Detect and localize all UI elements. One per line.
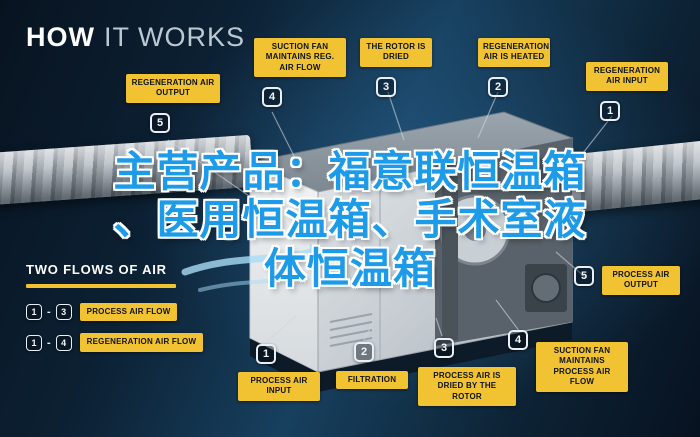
callout-label: PROCESS AIR INPUT — [238, 372, 320, 401]
callout-label: REGENERATION AIR IS HEATED — [478, 38, 550, 67]
callout-regeneration-air-input: REGENERATION AIR INPUT 1 — [586, 62, 668, 121]
callout-number-badge: 3 — [376, 76, 396, 97]
legend-title: TWO FLOWS OF AIR — [26, 262, 167, 277]
callout-rotor-is-dried: THE ROTOR IS DRIED 3 — [360, 38, 432, 97]
title-light: IT WORKS — [103, 22, 245, 52]
callout-number-badge: 1 — [256, 344, 276, 364]
callout-label: SUCTION FAN MAINTAINS PROCESS AIR FLOW — [536, 342, 628, 392]
callout-process-air-dried: 3 PROCESS AIR IS DRIED BY THE ROTOR — [418, 338, 516, 407]
callout-label: SUCTION FAN MAINTAINS REG. AIR FLOW — [254, 38, 346, 78]
legend-dash: - — [47, 306, 51, 319]
callout-regeneration-air-heated: REGENERATION AIR IS HEATED 2 — [478, 38, 550, 97]
callout-filtration: 2 FILTRATION — [336, 342, 408, 390]
legend-two-flows: TWO FLOWS OF AIR 1 - 3 PROCESS AIR FLOW … — [26, 262, 204, 364]
callout-label: PROCESS AIR OUTPUT — [602, 266, 680, 295]
legend-label: PROCESS AIR FLOW — [79, 303, 178, 322]
title-bold: HOW — [26, 22, 95, 52]
legend-dash: - — [47, 336, 51, 349]
callout-number-badge: 2 — [488, 76, 508, 97]
callout-number-badge: 5 — [150, 112, 170, 133]
callout-number-badge: 3 — [434, 338, 454, 358]
callout-label: THE ROTOR IS DRIED — [360, 38, 432, 67]
watermark-line-2: 、医用恒温箱、手术室液 — [113, 195, 587, 245]
legend-label: REGENERATION AIR FLOW — [79, 333, 204, 352]
watermark-line-3: 体恒温箱 — [263, 243, 436, 293]
dehumidifier-unit-illustration — [248, 111, 574, 392]
callout-suction-fan-reg: SUCTION FAN MAINTAINS REG. AIR FLOW 4 — [254, 38, 346, 108]
legend-badge-to: 3 — [55, 304, 72, 321]
callout-number-badge: 1 — [600, 100, 620, 121]
page-title: HOW IT WORKS — [26, 22, 245, 53]
callout-process-air-input: 1 PROCESS AIR INPUT — [238, 344, 320, 401]
callout-regeneration-air-output: REGENERATION AIR OUTPUT 5 — [126, 74, 220, 133]
legend-row-process: 1 - 3 PROCESS AIR FLOW — [26, 303, 203, 322]
legend-badge-to: 4 — [55, 334, 72, 351]
legend-row-regeneration: 1 - 4 REGENERATION AIR FLOW — [26, 333, 204, 352]
watermark-product-text: 主营产品：福意联恒温箱 、医用恒温箱、手术室液 体恒温箱 — [50, 147, 650, 293]
callout-suction-fan-process: 4 SUCTION FAN MAINTAINS PROCESS AIR FLOW — [508, 330, 628, 392]
callout-label: REGENERATION AIR INPUT — [586, 62, 668, 91]
legend-underline — [26, 284, 176, 288]
callout-label: FILTRATION — [336, 371, 408, 390]
callout-number-badge: 4 — [262, 87, 282, 108]
callout-label: REGENERATION AIR OUTPUT — [126, 74, 220, 103]
legend-badge-from: 1 — [26, 304, 42, 321]
watermark-line-1: 主营产品：福意联恒温箱 — [113, 147, 587, 196]
legend-badge-from: 1 — [26, 334, 42, 351]
callout-label: PROCESS AIR IS DRIED BY THE ROTOR — [418, 367, 516, 407]
callout-number-badge: 2 — [354, 342, 374, 362]
